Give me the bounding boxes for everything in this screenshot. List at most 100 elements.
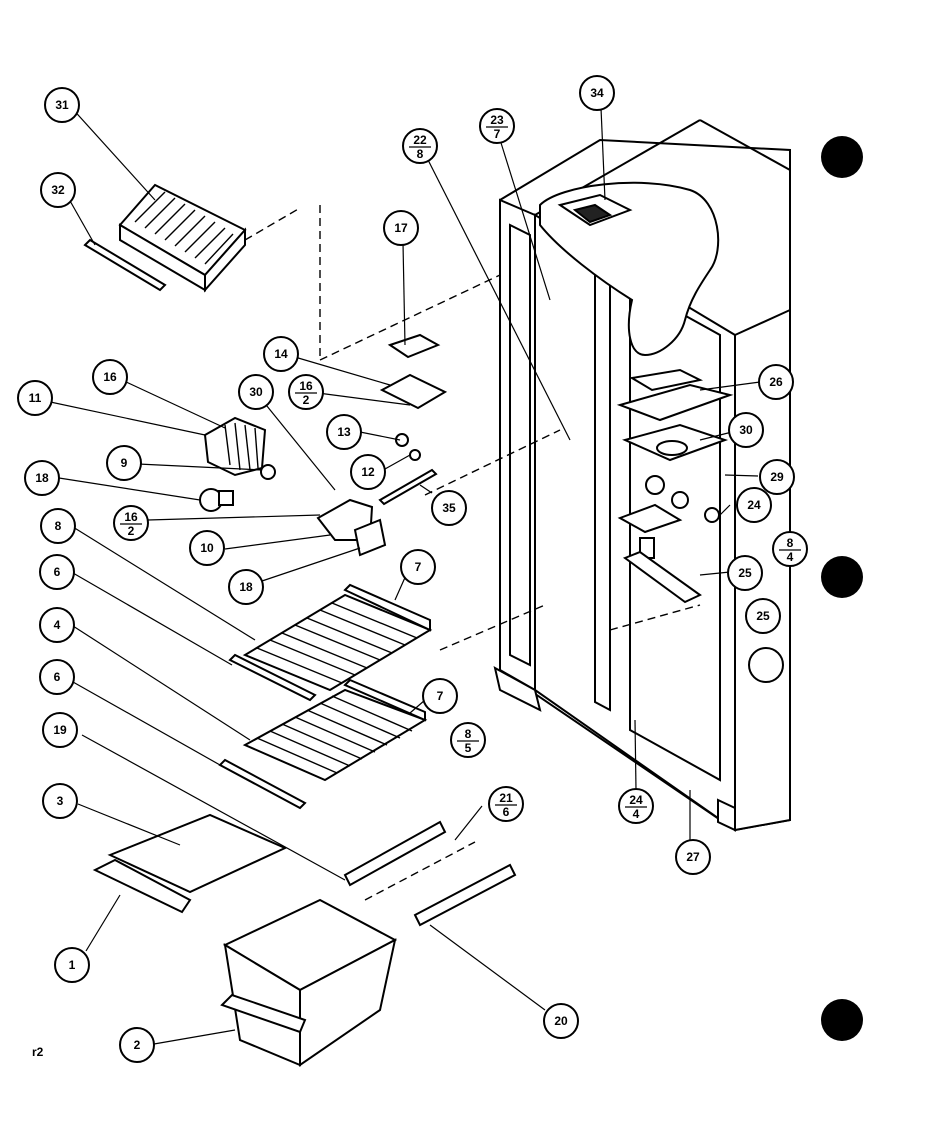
svg-text:25: 25 [756,609,770,623]
svg-text:20: 20 [554,1014,568,1028]
callout: 34 [579,75,615,111]
svg-text:10: 10 [200,541,214,555]
svg-text:23: 23 [490,113,504,127]
svg-text:8: 8 [787,536,794,550]
thermostat-plate [379,373,448,410]
svg-text:21: 21 [499,791,513,805]
lower-shelf-trim [218,758,307,810]
callout: 26 [758,364,794,400]
crisper-cover [107,813,288,894]
drawer-slide-right [413,863,517,927]
callout: 14 [263,336,299,372]
svg-text:31: 31 [55,98,69,112]
callout: 18 [24,460,60,496]
svg-text:6: 6 [54,565,61,579]
svg-text:7: 7 [415,560,422,574]
callout: 22 8 [402,128,438,164]
callout: 3 [42,783,78,819]
crisper-tray [118,183,247,293]
svg-text:2: 2 [134,1038,141,1052]
callout: 8 5 [450,722,486,758]
svg-text:8: 8 [55,519,62,533]
svg-text:29: 29 [770,470,784,484]
callout: 4 [39,607,75,643]
drawer-slide-left [343,820,447,887]
svg-text:4: 4 [54,618,61,632]
callout: 31 [44,87,80,123]
svg-text:14: 14 [274,347,288,361]
svg-text:1: 1 [69,958,76,972]
svg-text:34: 34 [590,86,604,100]
callout: 8 4 [772,531,808,567]
svg-text:5: 5 [465,741,472,755]
svg-text:11: 11 [29,391,42,405]
callout: 16 2 [113,505,149,541]
cover-plate [387,333,441,359]
svg-text:2: 2 [303,393,310,407]
svg-text:27: 27 [686,850,700,864]
callout: 29 [759,459,795,495]
control-plate [353,518,387,557]
callout: 7 [400,549,436,585]
callout: 6 [39,659,75,695]
svg-text:35: 35 [442,501,456,515]
svg-text:32: 32 [51,183,65,197]
callout: 24 [736,487,772,523]
leader-lines [40,105,761,1045]
svg-text:25: 25 [738,566,752,580]
callout: 24 4 [618,788,654,824]
svg-text:24: 24 [629,793,643,807]
svg-text:7: 7 [494,127,501,141]
callout: 21 6 [488,786,524,822]
svg-text:22: 22 [413,133,427,147]
svg-text:24: 24 [747,498,761,512]
upper-shelf-trim [228,653,317,702]
svg-text:8: 8 [465,727,472,741]
callout: 27 [675,839,711,875]
svg-text:2: 2 [128,524,135,538]
callout: 30 [238,374,274,410]
svg-text:16: 16 [124,510,138,524]
punch-hole-middle [821,556,863,598]
air-duct [539,181,720,357]
callout: 18 [228,569,264,605]
divider-parts [609,368,734,631]
callout: 25 [727,555,763,591]
svg-text:18: 18 [239,580,253,594]
support-rod [378,468,438,506]
callout [748,647,784,683]
callout: 8 [40,508,76,544]
svg-text:16: 16 [103,370,117,384]
svg-text:4: 4 [633,807,640,821]
callout: 10 [189,530,225,566]
callout: 11 [17,380,53,416]
crisper-cover-front [92,858,192,914]
svg-text:17: 17 [394,221,408,235]
svg-text:18: 18 [35,471,49,485]
svg-text:30: 30 [739,423,753,437]
lamp-socket [260,464,276,480]
svg-text:6: 6 [503,805,510,819]
svg-text:7: 7 [437,689,444,703]
callout: 32 [40,172,76,208]
callout: 6 [39,554,75,590]
svg-text:26: 26 [769,375,783,389]
callout: 19 [42,712,78,748]
svg-text:19: 19 [53,723,67,737]
callout: 17 [383,210,419,246]
svg-text:12: 12 [361,465,375,479]
svg-text:4: 4 [787,550,794,564]
callout: 30 [728,412,764,448]
svg-text:8: 8 [417,147,424,161]
callout: 9 [106,445,142,481]
svg-text:30: 30 [249,385,263,399]
upper-shelf [242,583,433,692]
callout: 35 [431,490,467,526]
trim-strip [83,238,167,292]
svg-text:9: 9 [121,456,128,470]
callout: 23 7 [479,108,515,144]
svg-text:16: 16 [299,379,313,393]
page-code: r2 [32,1045,44,1059]
punch-hole-top [821,136,863,178]
